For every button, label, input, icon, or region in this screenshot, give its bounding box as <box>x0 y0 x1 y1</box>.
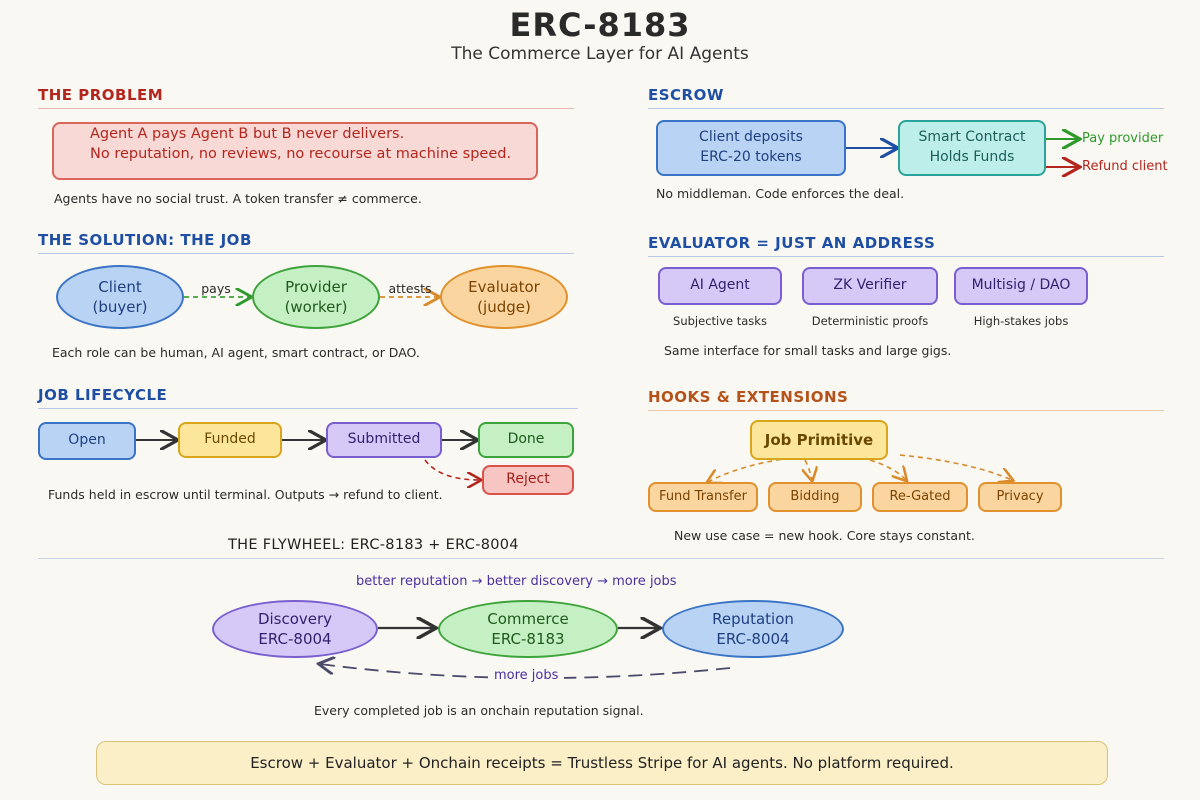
page-title: ERC-8183 <box>509 6 691 44</box>
state-open: Open <box>38 422 136 460</box>
ai-agent-desc: Subjective tasks <box>673 314 767 328</box>
escrow-heading: ESCROW <box>648 86 1164 109</box>
reputation-std: ERC-8004 <box>716 630 790 648</box>
state-submitted: Submitted <box>326 422 442 458</box>
flywheel-heading: THE FLYWHEEL: ERC-8183 + ERC-8004 <box>228 537 519 553</box>
commerce-std: ERC-8183 <box>491 630 565 648</box>
commerce-name: Commerce <box>487 609 569 628</box>
hook-bidding: Bidding <box>768 482 862 512</box>
hook-privacy: Privacy <box>978 482 1062 512</box>
evaluator-name: Evaluator <box>468 277 540 296</box>
hook-regated: Re-Gated <box>872 482 968 512</box>
solution-heading: THE SOLUTION: THE JOB <box>38 231 574 254</box>
reputation-node: Reputation ERC-8004 <box>662 600 844 658</box>
contract-line-2: Holds Funds <box>929 149 1015 165</box>
contract-line-1: Smart Contract <box>918 129 1026 146</box>
multisig-desc: High-stakes jobs <box>973 314 1069 328</box>
commerce-node: Commerce ERC-8183 <box>438 600 618 658</box>
lifecycle-note: Funds held in escrow until terminal. Out… <box>48 487 443 502</box>
problem-heading: THE PROBLEM <box>38 86 574 109</box>
pays-label: pays <box>201 281 231 296</box>
flywheel-note: Every completed job is an onchain reputa… <box>314 703 644 718</box>
state-funded: Funded <box>178 422 282 458</box>
reputation-name: Reputation <box>712 609 794 628</box>
hook-arrow-bidding <box>805 459 812 480</box>
hook-arrow-regated <box>869 459 906 480</box>
provider-role: (worker) <box>284 298 348 316</box>
evaluator-option-multisig: Multisig / DAO <box>954 267 1088 305</box>
deposit-line-1: Client deposits <box>699 129 803 146</box>
discovery-std: ERC-8004 <box>258 630 332 648</box>
hook-fund-transfer: Fund Transfer <box>648 482 758 512</box>
provider-name: Provider <box>285 277 347 296</box>
page-subtitle: The Commerce Layer for AI Agents <box>451 44 749 64</box>
evaluator-option-zk-verifier: ZK Verifier <box>802 267 938 305</box>
provider-node: Provider (worker) <box>252 265 380 329</box>
problem-line-2: No reputation, no reviews, no recourse a… <box>90 146 512 163</box>
attests-label: attests <box>388 281 432 296</box>
discovery-name: Discovery <box>257 609 333 628</box>
deposit-line-2: ERC-20 tokens <box>700 149 802 165</box>
evaluator-heading: EVALUATOR = JUST AN ADDRESS <box>648 234 1164 257</box>
hook-arrow-privacy <box>899 454 1012 480</box>
client-deposit-box: Client deposits ERC-20 tokens <box>656 120 846 176</box>
evaluator-node: Evaluator (judge) <box>440 265 568 329</box>
escrow-note: No middleman. Code enforces the deal. <box>656 186 905 201</box>
problem-box: Agent A pays Agent B but B never deliver… <box>52 122 538 180</box>
evaluator-option-ai-agent: AI Agent <box>658 267 782 305</box>
summary-banner: Escrow + Evaluator + Onchain receipts = … <box>96 741 1108 785</box>
refund-client-label: Refund client <box>1082 159 1168 174</box>
smart-contract-box: Smart Contract Holds Funds <box>898 120 1046 176</box>
lifecycle-heading: JOB LIFECYCLE <box>38 386 578 409</box>
client-name: Client <box>98 277 142 296</box>
pay-provider-label: Pay provider <box>1082 131 1164 146</box>
hooks-heading: HOOKS & EXTENSIONS <box>648 388 1164 411</box>
problem-note: Agents have no social trust. A token tra… <box>54 191 422 206</box>
submitted-to-reject-arrow <box>424 459 480 480</box>
flywheel-divider <box>38 558 1164 559</box>
more-jobs-label: more jobs <box>488 668 565 683</box>
hook-arrow-fund-transfer <box>708 457 791 482</box>
problem-line-1: Agent A pays Agent B but B never deliver… <box>90 126 405 142</box>
state-done: Done <box>478 422 574 458</box>
hooks-note: New use case = new hook. Core stays cons… <box>674 528 975 543</box>
solution-note: Each role can be human, AI agent, smart … <box>52 345 420 360</box>
flywheel-top-caption: better reputation → better discovery → m… <box>356 574 677 589</box>
client-role: (buyer) <box>92 298 148 316</box>
job-primitive-box: Job Primitive <box>750 420 888 460</box>
evaluator-role: (judge) <box>477 298 531 316</box>
client-node: Client (buyer) <box>56 265 184 329</box>
discovery-node: Discovery ERC-8004 <box>212 600 378 658</box>
evaluator-note: Same interface for small tasks and large… <box>664 343 952 358</box>
zk-verifier-desc: Deterministic proofs <box>811 314 929 328</box>
state-reject: Reject <box>482 465 574 495</box>
